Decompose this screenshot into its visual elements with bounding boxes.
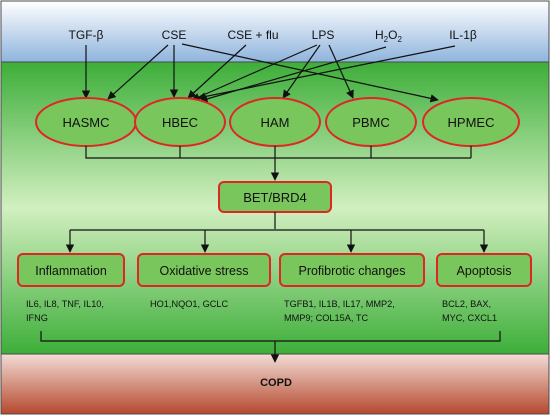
stimulus-h2o2-label: H2O2 [375,28,402,44]
oxidative-stress-label: Oxidative stress [160,264,249,278]
arrow-cse-flu-to-hbec [187,44,247,99]
apoptosis-genes-line-1: BCL2, BAX, [442,299,491,309]
apoptosis-genes-line-2: MYC, CXCL1 [442,313,497,323]
pbmc-label: PBMC [352,115,390,130]
stimulus-band [0,0,550,63]
stimulus-cse-flu-label: CSE + flu [227,28,278,42]
apoptosis-label: Apoptosis [457,264,512,278]
ham-label: HAM [261,115,290,130]
inflammation-genes-line-1: IL6, IL8, TNF, IL10, [26,299,104,309]
oxidative-stress-node [137,253,271,287]
h2o2-h: H [375,28,384,42]
stimulus-tgfb-label: TGF-β [69,28,104,42]
inflammation-genes-line-2: IFNG [26,313,48,323]
hbec-label: HBEC [162,115,198,130]
cells-convergence-bracket [85,146,472,159]
arrow-cse-to-hasmc [107,44,169,100]
arrow-il1b-to-hbec [197,45,456,101]
arrow-h2o2-to-hbec [199,46,387,103]
h2o2-subscript-2: 2 [397,35,402,44]
stimulus-cse-label: CSE [162,28,187,42]
stimulus-lps-label: LPS [312,28,335,42]
h2o2-o: O [388,28,397,42]
inflammation-node [17,253,125,287]
profibrotic-node [279,253,425,287]
stimulus-il1b-label: IL-1β [449,28,477,42]
hpmec-label: HPMEC [448,115,495,130]
profibrotic-genes-line-1: TGFB1, IL1B, IL17, MMP2, [284,299,395,309]
profibrotic-label: Profibrotic changes [298,264,405,278]
arrow-lps-to-hbec [191,44,318,101]
copd-label: COPD [260,377,292,389]
arrow-lps-to-pbmc [328,44,354,99]
outcome-convergence-bracket [40,331,501,342]
arrow-cse-to-hpmec [181,43,439,103]
profibrotic-genes-line-2: MMP9; COL15A, TC [284,313,368,323]
hasmc-label: HASMC [63,115,110,130]
bet-brd4-label: BET/BRD4 [243,190,307,205]
h2o2-subscript-1: 2 [384,35,389,44]
apoptosis-node [436,253,532,287]
oxidative-stress-genes-line-1: HO1,NQO1, GCLC [150,299,228,309]
inflammation-label: Inflammation [35,264,107,278]
